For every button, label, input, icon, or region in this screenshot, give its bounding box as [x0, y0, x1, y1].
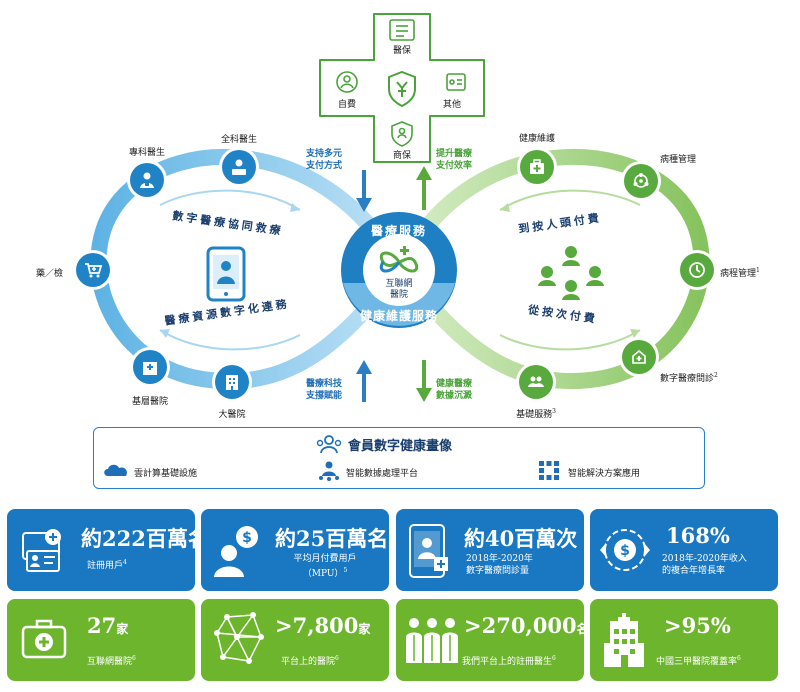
general-label: 全科醫生	[220, 135, 258, 145]
disease-network-icon	[633, 173, 649, 188]
stat-mpu-label: 平均月付費用戶（MPU）5	[293, 554, 357, 579]
tier3-hospital-icon	[604, 613, 644, 667]
stat-mpu: $ 約25百萬名 平均月付費用戶（MPU）5	[201, 509, 389, 591]
basic-service-icon	[528, 376, 544, 387]
large-hospital-icon	[226, 375, 238, 390]
member-group-icon	[316, 435, 342, 454]
stat-consultations-value: 約40百萬次	[464, 526, 578, 551]
disease-label: 病種管理	[660, 155, 697, 165]
cross-right-label: 其他	[442, 100, 462, 110]
arrow-up-tech	[356, 360, 372, 402]
disease-node	[624, 164, 658, 198]
registered-user-icon	[22, 529, 61, 572]
stat-cagr-label: 2018年-2020年收入的複合年增長率	[662, 554, 747, 576]
stat-platform-hospitals: >7,800家 平台上的醫院6	[201, 599, 389, 681]
pharmacy-label: 藥／檢	[36, 269, 64, 279]
stat-cagr: $ 168% 2018年-2020年收入的複合年增長率	[590, 509, 778, 591]
consult-phone-icon	[409, 524, 448, 578]
basic-node	[519, 365, 553, 399]
hospital-network-icon	[214, 612, 264, 664]
specialist-node	[130, 163, 164, 197]
member-health-profile-box: 會員數字健康畫像 雲計算基礎設施 智能數據處理平台 智能解決方案應用	[93, 427, 705, 489]
cross-left-label: 自費	[337, 100, 357, 110]
large-node	[215, 365, 249, 399]
member-item-solution: 智能解決方案應用	[568, 469, 641, 479]
cross-bottom-label: 商保	[392, 151, 412, 161]
member-title: 會員數字健康畫像	[348, 439, 453, 454]
digital-consult-icon	[632, 349, 646, 364]
stat-platform-hospitals-value: >7,800家	[275, 613, 371, 638]
stat-tier3-coverage-value: >95%	[664, 613, 731, 638]
self-pay-icon	[336, 71, 358, 93]
svg-text:$: $	[620, 543, 630, 559]
registered-doctors-icon	[406, 618, 458, 663]
arrow-up-efficiency	[416, 166, 432, 210]
course-node	[680, 253, 714, 287]
internet-hospital-kit-icon	[21, 619, 67, 659]
cloud-icon	[104, 464, 127, 476]
pharmacy-cart-icon	[85, 263, 103, 278]
stat-registered-users-value: 約222百萬名	[81, 526, 209, 551]
health-node	[520, 150, 554, 184]
arrow-down-support	[356, 170, 372, 212]
health-label: 健康維護	[518, 134, 556, 144]
consult-node	[622, 340, 656, 374]
specialist-doctor-icon	[140, 172, 154, 188]
stat-cagr-value: 168%	[666, 523, 730, 548]
stat-tier3-coverage: >95% 中國三甲醫院覆蓋率6	[590, 599, 778, 681]
stat-consultations: 約40百萬次 2018年-2020年數字醫療問診量	[396, 509, 584, 591]
flow-improve-efficiency: 提升醫療支付效率	[436, 149, 473, 171]
other-badge-icon	[446, 73, 466, 91]
payment-cross	[319, 13, 485, 163]
general-node	[222, 150, 256, 184]
general-doctor-icon	[232, 159, 246, 175]
flow-data-deposit: 健康醫療數據沉澱	[436, 379, 473, 401]
commercial-insurance-icon	[391, 121, 413, 147]
capitation-group-icon	[538, 246, 604, 300]
stat-registered-doctors-value: >270,000名	[464, 613, 589, 638]
insurance-card-icon	[389, 19, 415, 41]
course-label: 病程管理1	[720, 267, 760, 279]
center-top-text: 醫療服務	[370, 224, 427, 238]
stat-consultations-label: 2018年-2020年數字醫療問診量	[466, 554, 533, 576]
svg-text:$: $	[242, 530, 252, 546]
solution-grid-icon	[539, 461, 559, 480]
stat-registered-users: 約222百萬名 註冊用戶4	[7, 509, 209, 591]
stat-platform-hospitals-label: 平台上的醫院6	[281, 655, 339, 667]
stat-mpu-value: 約25百萬名	[275, 526, 389, 551]
hospital-logo-icon	[379, 246, 419, 273]
stat-tier3-coverage-label: 中國三甲醫院覆蓋率6	[656, 655, 741, 667]
specialist-label: 專科醫生	[128, 148, 166, 158]
consult-label: 數字醫療問診2	[660, 372, 718, 384]
mobile-doctor-icon	[206, 246, 246, 302]
primary-hospital-icon	[143, 362, 157, 375]
data-platform-icon	[319, 461, 339, 481]
arrow-down-data	[416, 360, 432, 402]
shield-yuan-icon	[388, 70, 416, 108]
basic-label: 基礎服務3	[516, 408, 556, 420]
member-item-data: 智能數據處理平台	[346, 469, 419, 479]
center-bottom-text: 健康維護服務	[359, 309, 438, 323]
member-item-cloud: 雲計算基礎設施	[134, 469, 198, 479]
large-label: 大醫院	[218, 410, 246, 420]
flow-tech-support: 醫療科技支撐賦能	[306, 379, 343, 401]
course-timer-icon	[689, 262, 705, 278]
stat-registered-doctors-label: 我們平台上的註冊醫生6	[462, 655, 556, 667]
stat-registered-doctors: >270,000名 我們平台上的註冊醫生6	[396, 599, 589, 681]
flow-support-payment: 支持多元支付方式	[306, 149, 343, 171]
stat-internet-hospitals-label: 互聯網醫院6	[87, 655, 136, 667]
primary-label: 基層醫院	[131, 397, 169, 407]
stat-internet-hospitals: 27家 互聯網醫院6	[7, 599, 195, 681]
stat-registered-users-label: 註冊用戶4	[87, 559, 127, 571]
stat-internet-hospitals-value: 27家	[87, 613, 129, 638]
primary-node	[133, 350, 167, 384]
revenue-growth-icon: $	[600, 529, 650, 571]
cross-top-label: 醫保	[392, 46, 412, 56]
pharmacy-node	[76, 253, 110, 287]
center-middle-text: 互聯網醫院	[385, 279, 413, 300]
medical-kit-icon	[530, 159, 544, 174]
paying-user-icon: $	[214, 526, 258, 577]
